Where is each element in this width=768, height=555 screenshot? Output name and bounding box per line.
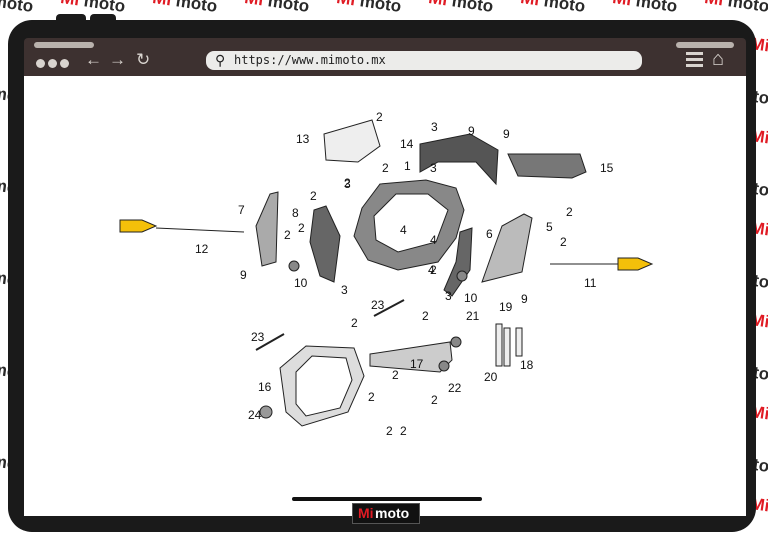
callout-number: 13 [296, 132, 310, 146]
callout-number: 2 [431, 393, 438, 407]
callout-number: 9 [240, 268, 247, 282]
watermark-text: Mi moto [611, 0, 679, 16]
callout-number: 9 [468, 124, 475, 138]
callout-number: 2 [430, 263, 437, 277]
search-icon: ⚲ [215, 52, 226, 68]
part-bracket-20 [503, 327, 511, 367]
callout-number: 8 [292, 206, 299, 220]
url-text: https://www.mimoto.mx [234, 53, 386, 67]
callout-number: 17 [410, 357, 424, 371]
callout-number: 4 [428, 263, 435, 277]
callout-number: 2 [298, 221, 305, 235]
window-dots [36, 55, 72, 73]
callout-number: 24 [248, 408, 262, 422]
callout-number: 15 [600, 161, 614, 175]
part-left-signal-wire [155, 227, 245, 233]
callout-number: 18 [520, 358, 534, 372]
part-bracket-19 [495, 323, 503, 367]
callout-number: 4 [430, 233, 437, 247]
watermark-text: Mi moto [0, 0, 35, 16]
callout-number: 9 [503, 127, 510, 141]
callout-number: 21 [466, 309, 480, 323]
tab-indicator [34, 42, 94, 48]
part-upper-cowl [419, 133, 499, 186]
callout-number: 2 [566, 205, 573, 219]
forward-icon[interactable]: → [109, 50, 126, 69]
callout-number: 23 [251, 330, 265, 344]
callout-number: 2 [400, 424, 407, 438]
callout-number: 12 [195, 242, 209, 256]
address-bar[interactable]: ⚲ https://www.mimoto.mx [206, 51, 642, 70]
callout-number: 2 [344, 176, 351, 190]
callout-number: 23 [371, 298, 385, 312]
watermark-text: Mi moto [335, 0, 403, 16]
back-icon[interactable]: ← [85, 50, 102, 69]
part-nut-10-left [288, 260, 300, 272]
part-left-panel [309, 205, 341, 283]
callout-number: 3 [445, 289, 452, 303]
callout-number: 6 [486, 227, 493, 241]
part-instrument-cluster [507, 153, 587, 179]
callout-number: 3 [341, 283, 348, 297]
callout-number: 4 [400, 223, 407, 237]
watermark-text: Mi moto [427, 0, 495, 16]
part-top-cover [323, 119, 381, 163]
part-mirror [481, 213, 533, 283]
callout-number: 3 [430, 161, 437, 175]
menu-icon[interactable] [686, 52, 703, 70]
callout-number: 3 [344, 177, 351, 191]
callout-number: 2 [560, 235, 567, 249]
part-headlight-lens [295, 355, 353, 417]
part-bulb [259, 405, 273, 419]
callout-number: 2 [351, 316, 358, 330]
callout-number: 14 [400, 137, 414, 151]
home-indicator [292, 497, 482, 501]
watermark-text: Mi moto [519, 0, 587, 16]
callout-number: 2 [376, 110, 383, 124]
part-bracket-18 [515, 327, 523, 357]
part-nut-22 [438, 360, 450, 372]
reload-icon[interactable]: ↻ [136, 50, 151, 69]
watermark-text: Mi moto [703, 0, 768, 16]
part-right-turn-signal [617, 257, 654, 271]
callout-number: 19 [499, 300, 513, 314]
home-icon[interactable]: ⌂ [712, 48, 725, 70]
callout-number: 2 [382, 161, 389, 175]
tab-indicator [676, 42, 734, 48]
callout-number: 2 [386, 424, 393, 438]
part-nut-21 [450, 336, 462, 348]
callout-number: 3 [431, 120, 438, 134]
callout-number: 20 [484, 370, 498, 384]
watermark-text: Mi moto [243, 0, 311, 16]
callout-number: 9 [521, 292, 528, 306]
part-right-panel [443, 227, 473, 297]
callout-number: 10 [464, 291, 478, 305]
callout-number: 2 [368, 390, 375, 404]
watermark-text: Mi moto [151, 0, 219, 16]
callout-number: 11 [584, 276, 597, 290]
callout-number: 2 [310, 189, 317, 203]
mimoto-logo: Mi moto [352, 503, 420, 524]
callout-number: 7 [238, 203, 245, 217]
part-left-bracket [255, 191, 279, 267]
part-strip-23b [373, 299, 405, 317]
part-strip-23a [255, 333, 285, 351]
part-left-turn-signal [119, 219, 158, 233]
callout-number: 10 [294, 276, 308, 290]
callout-number: 2 [284, 228, 291, 242]
callout-number: 5 [546, 220, 553, 234]
callout-number: 22 [448, 381, 462, 395]
callout-number: 2 [392, 368, 399, 382]
part-nut-10-right [456, 270, 468, 282]
callout-number: 1 [404, 159, 411, 173]
part-fairing-opening [373, 193, 449, 253]
browser-toolbar: ← → ↻ ⚲ https://www.mimoto.mx ⌂ [24, 38, 746, 76]
callout-number: 2 [422, 309, 429, 323]
callout-number: 16 [258, 380, 272, 394]
